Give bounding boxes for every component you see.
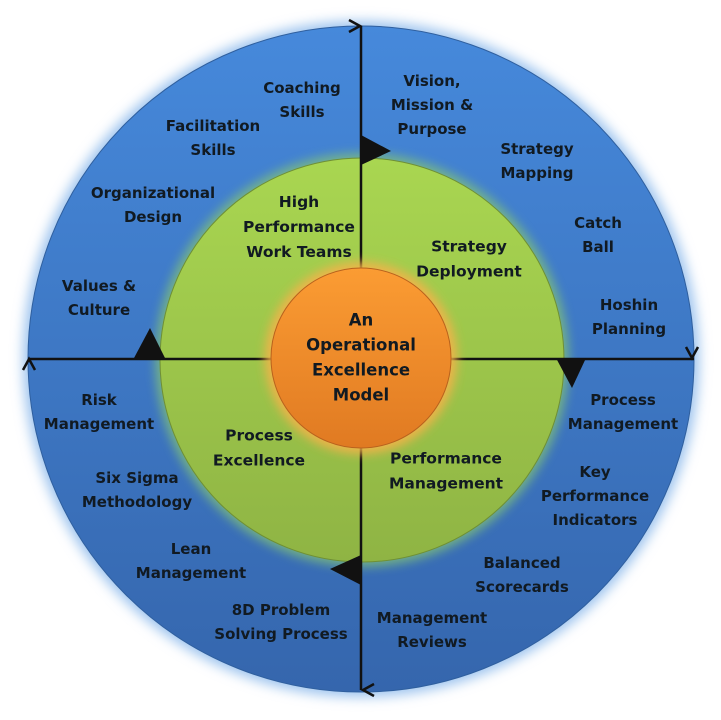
practice-item-strategy-deployment-0-line: Purpose — [397, 120, 466, 138]
practice-item-strategy-deployment-0-line: Mission & — [391, 96, 473, 114]
quadrant-label-performance-management-line: Management — [389, 475, 504, 493]
practice-item-process-excellence-1-line: Six Sigma — [95, 469, 178, 487]
practice-item-performance-management-0-line: Process — [590, 391, 656, 409]
practice-item-strategy-deployment-0-line: Vision, — [403, 72, 460, 90]
quadrant-label-strategy-deployment-line: Strategy — [431, 238, 507, 256]
center-title-line: Operational — [306, 336, 416, 355]
flag-triangle-bottom-icon — [330, 555, 361, 585]
practice-item-process-excellence-0-line: Risk — [81, 391, 118, 409]
practice-item-strategy-deployment-0: Vision, Mission & Purpose — [391, 72, 473, 138]
practice-item-performance-management-1-line: Performance — [541, 487, 649, 505]
practice-item-strategy-deployment-1-line: Mapping — [500, 164, 573, 182]
practice-item-performance-management-1-line: Indicators — [553, 511, 638, 529]
practice-item-performance-management-3-line: Reviews — [397, 633, 467, 651]
quadrant-label-strategy-deployment-line: Deployment — [416, 263, 522, 281]
practice-item-high-performance-work-teams-1-line: Skills — [190, 141, 235, 159]
practice-item-process-excellence-2-line: Lean — [171, 540, 212, 558]
quadrant-label-high-performance-work-teams-line: Performance — [243, 218, 355, 236]
practice-item-high-performance-work-teams-3-line: Culture — [68, 301, 130, 319]
practice-item-strategy-deployment-1-line: Strategy — [500, 140, 574, 158]
practice-item-process-excellence-1-line: Methodology — [82, 493, 192, 511]
practice-item-strategy-deployment-2-line: Ball — [582, 238, 614, 256]
practice-item-process-excellence-3-line: Solving Process — [214, 625, 347, 643]
practice-item-performance-management-1-line: Key — [579, 463, 611, 481]
practice-item-high-performance-work-teams-2-line: Organizational — [91, 184, 215, 202]
practice-item-performance-management-2-line: Scorecards — [475, 578, 569, 596]
practice-item-strategy-deployment-3-line: Hoshin — [600, 296, 658, 314]
flag-triangle-left-icon — [134, 328, 165, 358]
center-title-line: Model — [333, 386, 389, 405]
quadrant-label-process-excellence-line: Process — [225, 427, 293, 445]
practice-item-process-excellence-2-line: Management — [136, 564, 246, 582]
arrowhead-right-icon — [684, 346, 700, 361]
practice-item-strategy-deployment-2-line: Catch — [574, 214, 622, 232]
arrowhead-top-icon — [348, 18, 363, 34]
quadrant-label-performance-management-line: Performance — [390, 450, 502, 468]
quadrant-label-high-performance-work-teams-line: Work Teams — [246, 243, 351, 261]
quadrant-label-high-performance-work-teams-line: High — [279, 193, 319, 211]
practice-item-strategy-deployment-3-line: Planning — [592, 320, 666, 338]
practice-item-process-excellence-0-line: Management — [44, 415, 154, 433]
practice-item-process-excellence-3-line: 8D Problem — [232, 601, 331, 619]
practice-item-high-performance-work-teams-0-line: Skills — [279, 103, 324, 121]
quadrant-label-process-excellence-line: Excellence — [213, 452, 305, 470]
practice-item-high-performance-work-teams-1-line: Facilitation — [166, 117, 260, 135]
arrowhead-left-icon — [21, 356, 37, 371]
practice-item-high-performance-work-teams-3: Values & Culture — [62, 277, 136, 319]
center-title-line: Excellence — [312, 361, 410, 380]
flag-triangle-top-icon — [361, 135, 391, 165]
practice-item-performance-management-0-line: Management — [568, 415, 678, 433]
flag-triangle-right-icon — [556, 358, 586, 388]
center-circle — [270, 267, 452, 449]
practice-item-high-performance-work-teams-3-line: Values & — [62, 277, 136, 295]
practice-item-high-performance-work-teams-0-line: Coaching — [263, 79, 341, 97]
practice-item-performance-management-2-line: Balanced — [483, 554, 560, 572]
center-title-line: An — [349, 311, 374, 330]
practice-item-performance-management-3-line: Management — [377, 609, 487, 627]
arrowhead-bottom-icon — [360, 682, 375, 698]
practice-item-high-performance-work-teams-2-line: Design — [124, 208, 182, 226]
